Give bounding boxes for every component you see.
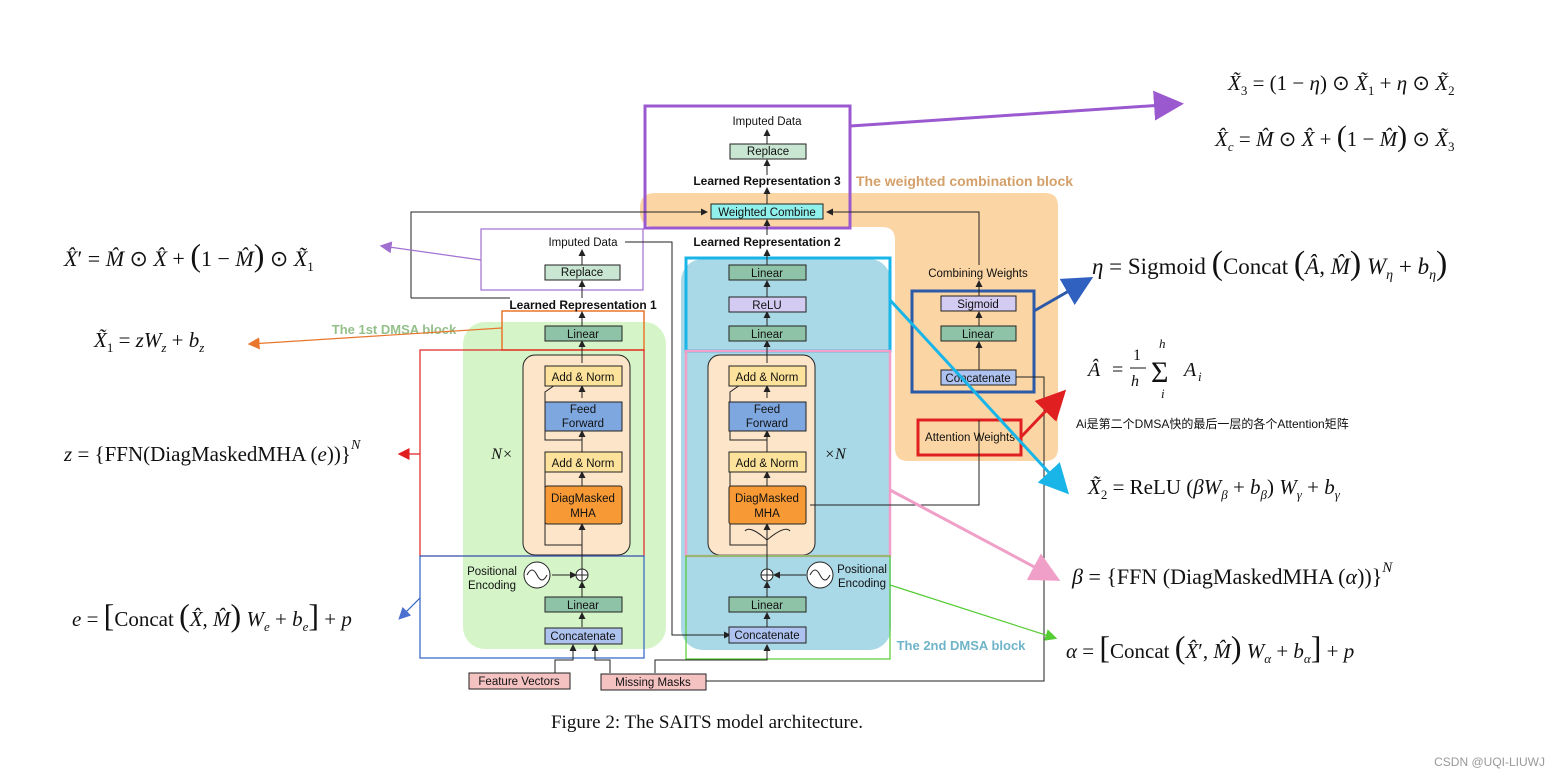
- add-norm-1b-node: Add & Norm: [552, 458, 615, 470]
- linear-1b-node: Linear: [567, 600, 599, 612]
- svg-text:X̂c = M̂ ⊙ X̂ + (1 − M̂) ⊙ X̃3: X̂c = M̂ ⊙ X̂ + (1 − M̂) ⊙ X̃3: [1214, 120, 1455, 154]
- imputed-data-top-label: Imputed Data: [732, 116, 802, 128]
- add-circle-icon-right: [760, 568, 774, 582]
- second-block-alpha-highlight-frame: [685, 555, 891, 660]
- feed-forward-2-line2: Forward: [746, 418, 788, 430]
- add-circle-icon-left: [575, 568, 589, 582]
- concatenate-2-node: Concatenate: [734, 630, 799, 642]
- n-times-left-label: N×: [490, 446, 512, 463]
- svg-text:β = {FFN (DiagMaskedMHA (α))}N: β = {FFN (DiagMaskedMHA (α))}N: [1071, 560, 1393, 589]
- svg-text:X̂′ = M̂ ⊙ X̂ + (1 − M̂) ⊙ X̃1: X̂′ = M̂ ⊙ X̂ + (1 − M̂) ⊙ X̃1: [63, 237, 314, 274]
- figure-caption: Figure 2: The SAITS model architecture.: [551, 712, 863, 733]
- replace-top-node: Replace: [747, 146, 789, 158]
- svg-text:i: i: [1198, 369, 1202, 384]
- weighted-combination-block-title: The weighted combination block: [856, 173, 1073, 189]
- svg-text:X̃3 = (1 − η) ⊙ X̃1 + η ⊙ X̃2: X̃3 = (1 − η) ⊙ X̃1 + η ⊙ X̃2: [1227, 71, 1455, 98]
- svg-text:α = [Concat (X̂′, M̂) Wα + bα]: α = [Concat (X̂′, M̂) Wα + bα] + p: [1066, 629, 1354, 666]
- feed-forward-1-line1: Feed: [570, 404, 596, 416]
- arrow-to-e-formula: [398, 597, 421, 620]
- diagmasked-mha-2-line2: MHA: [754, 508, 780, 520]
- learned-representation-3-label: Learned Representation 3: [693, 174, 841, 188]
- weighted-combination-block-background: [640, 193, 1058, 461]
- positional-encoding-icon-right: [806, 561, 834, 589]
- feed-forward-1-line2: Forward: [562, 418, 604, 430]
- positional-encoding-left-line2: Encoding: [468, 580, 516, 592]
- positional-encoding-right-line1: Positional: [837, 564, 887, 576]
- second-dmsa-block-title: The 2nd DMSA block: [897, 638, 1027, 653]
- learned-representation-1-label: Learned Representation 1: [509, 298, 657, 312]
- combining-weights-label: Combining Weights: [928, 268, 1028, 280]
- top-replace-highlight-frame: [643, 104, 852, 230]
- positional-encoding-icon-left: [523, 561, 551, 589]
- positional-encoding-left-line1: Positional: [467, 566, 517, 578]
- formula-x2: X̃2 = ReLU (βWβ + bβ) Wγ + bγ: [1087, 475, 1341, 502]
- linear-2-top-node: Linear: [751, 268, 783, 280]
- formula-alpha: α = [Concat (X̂′, M̂) Wα + bα] + p: [1066, 629, 1354, 666]
- arrow-to-xprime-formula: [379, 241, 482, 261]
- svg-text:η = Sigmoid (Concat (Â, M̂) Wη: η = Sigmoid (Concat (Â, M̂) Wη + bη): [1092, 245, 1447, 283]
- positional-encoding-right-line2: Encoding: [838, 578, 886, 590]
- imputed-data-mid-label: Imputed Data: [548, 237, 618, 249]
- weighted-combine-node: Weighted Combine: [718, 207, 816, 219]
- relu-node: ReLU: [752, 300, 781, 312]
- svg-text:A: A: [1182, 359, 1197, 381]
- missing-masks-input: Missing Masks: [615, 677, 691, 689]
- formula-xprime: X̂′ = M̂ ⊙ X̂ + (1 − M̂) ⊙ X̃1: [63, 237, 314, 274]
- svg-text:h: h: [1159, 336, 1166, 351]
- arrow-to-x1-formula: [247, 327, 503, 350]
- replace-mid-node: Replace: [561, 267, 603, 279]
- formula-eta: η = Sigmoid (Concat (Â, M̂) Wη + bη): [1092, 245, 1447, 283]
- diagmasked-mha-2-line1: DiagMasked: [735, 493, 799, 505]
- svg-text:Â: Â: [1086, 358, 1101, 381]
- linear-3-node: Linear: [962, 329, 994, 341]
- formula-xc: X̂c = M̂ ⊙ X̂ + (1 − M̂) ⊙ X̃3: [1214, 120, 1455, 154]
- arrow-to-beta-formula: [889, 488, 1061, 581]
- attention-weights-highlight-frame: [916, 418, 1023, 457]
- diagmasked-mha-1-line1: DiagMasked: [551, 493, 615, 505]
- svg-text:h: h: [1131, 373, 1139, 390]
- svg-text:1: 1: [1133, 347, 1141, 364]
- arrow-to-ai-note: [1019, 389, 1067, 439]
- csdn-watermark: CSDN @UQI-LIUWJ: [1434, 755, 1545, 769]
- concatenate-1-node: Concatenate: [550, 631, 615, 643]
- learned-representation-2-label: Learned Representation 2: [693, 235, 841, 249]
- formula-x3: X̃3 = (1 − η) ⊙ X̃1 + η ⊙ X̃2: [1227, 71, 1455, 98]
- arrow-to-x3-formula: [849, 90, 1184, 128]
- arrow-to-x2-formula: [888, 298, 1070, 495]
- linear-2-node: Linear: [751, 329, 783, 341]
- formula-e: e = [Concat (X̂, M̂) We + be] + p: [72, 597, 352, 634]
- svg-text:e = [Concat (X̂, M̂) We + be]: e = [Concat (X̂, M̂) We + be] + p: [72, 597, 352, 634]
- first-block-e-highlight-frame: [419, 555, 645, 659]
- add-norm-1a-node: Add & Norm: [552, 372, 615, 384]
- add-norm-2b-node: Add & Norm: [736, 458, 799, 470]
- feature-vectors-input: Feature Vectors: [478, 676, 559, 688]
- ai-attention-note: Ai是第二个DMSA快的最后一层的各个Attention矩阵: [1076, 416, 1349, 431]
- attention-weights-label: Attention Weights: [925, 432, 1015, 444]
- formula-beta: β = {FFN (DiagMaskedMHA (α))}N: [1071, 560, 1393, 589]
- svg-text:X̃1 = zWz + bz: X̃1 = zWz + bz: [93, 328, 204, 355]
- formula-x1: X̃1 = zWz + bz: [93, 328, 204, 355]
- feed-forward-2-line1: Feed: [754, 404, 780, 416]
- svg-text:z = {FFN(DiagMaskedMHA (e))}N: z = {FFN(DiagMaskedMHA (e))}N: [63, 438, 361, 466]
- diagmasked-mha-1-line2: MHA: [570, 508, 596, 520]
- linear-2b-node: Linear: [751, 600, 783, 612]
- linear-1-node: Linear: [567, 329, 599, 341]
- arrow-to-alpha-formula: [889, 584, 1058, 641]
- n-times-right-label: ×N: [824, 446, 847, 463]
- svg-text:Σ: Σ: [1151, 356, 1168, 389]
- formula-z: z = {FFN(DiagMaskedMHA (e))}N: [63, 438, 361, 466]
- concatenate-3-node: Concatenate: [945, 373, 1010, 385]
- add-norm-2a-node: Add & Norm: [736, 372, 799, 384]
- svg-text:=: =: [1112, 359, 1123, 381]
- sigmoid-node: Sigmoid: [957, 299, 999, 311]
- arrow-to-eta-formula: [1033, 277, 1094, 313]
- svg-text:X̃2 = ReLU (βWβ + bβ) Wγ + bγ: X̃2 = ReLU (βWβ + bβ) Wγ + bγ: [1087, 475, 1341, 502]
- svg-text:i: i: [1161, 386, 1165, 401]
